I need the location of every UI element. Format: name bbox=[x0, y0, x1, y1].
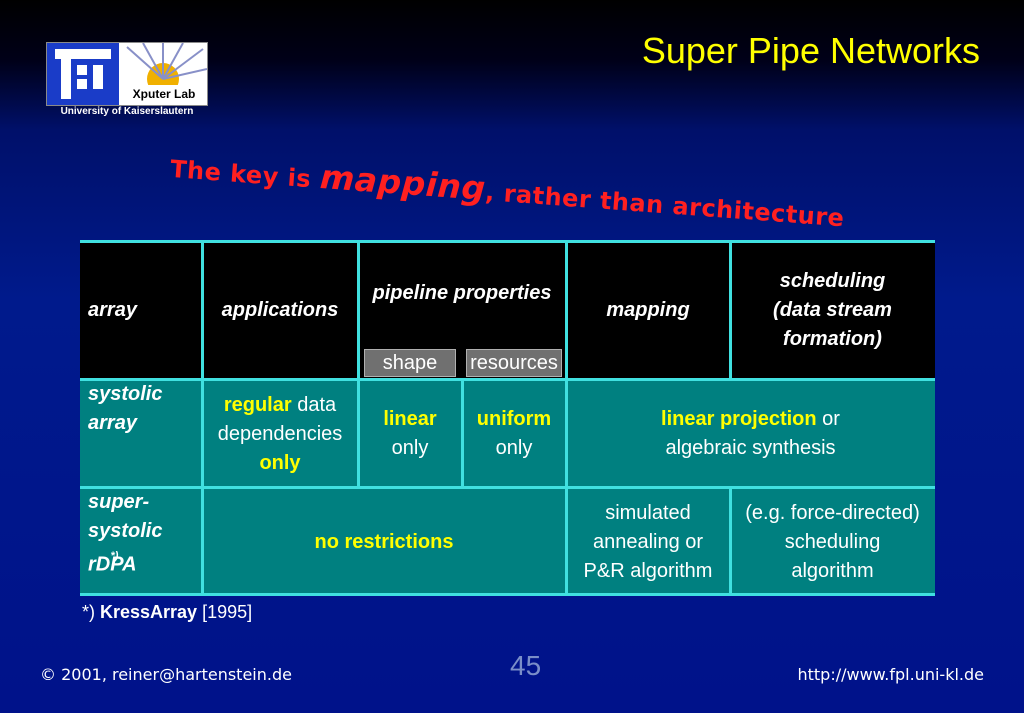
header-applications-label: applications bbox=[221, 298, 339, 321]
row2-map-line1: simulated bbox=[605, 501, 691, 524]
footnote-mark: *) bbox=[82, 602, 100, 622]
row1-map-line2: algebraic synthesis bbox=[665, 437, 836, 459]
header-shape: shape bbox=[364, 349, 456, 377]
row2-mapping: simulated annealing or P&R algorithm bbox=[566, 488, 730, 596]
university-logo: Xputer Lab University of Kaiserslautern bbox=[46, 42, 208, 118]
row1-app-rest: data bbox=[291, 393, 337, 416]
header-mapping: mapping bbox=[566, 240, 730, 380]
logo-university-text: University of Kaiserslautern bbox=[60, 106, 194, 117]
header-resources-label: resources bbox=[470, 351, 558, 374]
header-mapping-label: mapping bbox=[606, 298, 690, 321]
footer-url[interactable]: http://www.fpl.uni-kl.de bbox=[797, 665, 984, 684]
row-systolic-array-label: systolic array bbox=[80, 380, 202, 488]
table-col-line bbox=[461, 380, 464, 488]
footnote-year: [1995] bbox=[197, 602, 253, 622]
row1-shape-line2: only bbox=[391, 437, 429, 459]
comparison-table: array applications pipeline properties s… bbox=[80, 240, 935, 596]
header-array-label: array bbox=[88, 298, 137, 321]
footer-copyright: © 2001, reiner@hartenstein.de bbox=[40, 665, 292, 684]
row2-scheduling: (e.g. force-directed) scheduling algorit… bbox=[730, 488, 935, 596]
row1-applications: regular data dependencies only bbox=[202, 380, 358, 488]
header-resources: resources bbox=[466, 349, 562, 377]
row1-resources: uniform only bbox=[462, 380, 566, 488]
row1-shape: linear only bbox=[358, 380, 462, 488]
xputer-lab-logo-icon bbox=[47, 42, 208, 105]
footnote: *) KressArray [1995] bbox=[82, 602, 252, 623]
row1-map-rest: or bbox=[816, 408, 840, 430]
copyright-text: 2001, reiner@hartenstein.de bbox=[61, 665, 292, 684]
copyright-icon: © bbox=[40, 665, 56, 684]
header-scheduling-line2: (data stream bbox=[773, 298, 892, 321]
header-shape-label: shape bbox=[382, 351, 438, 374]
row1-map-line1: linear projection or bbox=[661, 405, 840, 434]
row1-app-line3: only bbox=[259, 451, 301, 474]
row1-app-line2: dependencies bbox=[217, 422, 343, 445]
row1-name-line2: array bbox=[88, 412, 137, 434]
row2-no-restrictions: no restrictions bbox=[202, 488, 566, 596]
row2-sched-line2: scheduling bbox=[784, 530, 881, 553]
row1-res-highlight: uniform bbox=[476, 408, 552, 430]
header-scheduling-line3: formation) bbox=[783, 327, 882, 350]
row1-mapping-scheduling: linear projection or algebraic synthesis bbox=[566, 380, 935, 488]
logo-box: Xputer Lab bbox=[46, 42, 208, 106]
row2-name-line2: systolic bbox=[88, 520, 163, 542]
page-number: 45 bbox=[510, 650, 542, 681]
headline-part2: , rather than architecture bbox=[484, 178, 846, 233]
row2-map-line3: P&R algorithm bbox=[583, 559, 713, 582]
table-col-line bbox=[729, 488, 732, 596]
table-col-line bbox=[357, 240, 360, 488]
header-array: array bbox=[80, 240, 202, 380]
row1-name-line1: systolic bbox=[88, 383, 163, 405]
headline-emphasis: mapping bbox=[318, 156, 488, 209]
row1-app-line1: regular data bbox=[224, 391, 336, 420]
row1-map-highlight: linear projection bbox=[661, 408, 817, 430]
row2-restrictions-label: no restrictions bbox=[314, 530, 454, 553]
row-super-systolic-label: super- systolic rDPA*) bbox=[80, 488, 202, 596]
header-applications: applications bbox=[202, 240, 358, 380]
table-col-line bbox=[729, 240, 732, 380]
table-header-separator bbox=[80, 378, 935, 381]
headline-part1: The key is bbox=[169, 154, 322, 194]
row2-sched-line1: (e.g. force-directed) bbox=[745, 501, 920, 524]
header-scheduling-line1: scheduling bbox=[779, 269, 886, 292]
footnote-name: KressArray bbox=[100, 602, 198, 622]
table-col-line bbox=[565, 240, 568, 596]
row2-name-line1: super- bbox=[88, 491, 150, 513]
table-border-top bbox=[80, 240, 935, 243]
table-row-separator bbox=[80, 486, 935, 489]
header-pipeline-label: pipeline properties bbox=[372, 281, 552, 304]
row2-map-line2: annealing or bbox=[592, 530, 704, 553]
row2-name-line3: rDPA*) bbox=[88, 546, 144, 580]
row2-sched-line3: algorithm bbox=[791, 559, 874, 582]
row1-res-line2: only bbox=[495, 437, 533, 459]
row1-app-highlight: regular bbox=[223, 393, 292, 416]
logo-lab-text: Xputer Lab bbox=[132, 87, 196, 101]
table-col-line bbox=[201, 240, 204, 596]
row1-shape-highlight: linear bbox=[383, 408, 437, 430]
table-border-bottom bbox=[80, 593, 935, 596]
header-pipeline-properties: pipeline properties bbox=[358, 240, 566, 346]
slide-title: Super Pipe Networks bbox=[641, 30, 980, 71]
row2-name-rdpa: rDPA bbox=[88, 553, 137, 576]
header-scheduling: scheduling (data stream formation) bbox=[730, 240, 935, 380]
row2-footnote-mark: *) bbox=[110, 550, 119, 562]
